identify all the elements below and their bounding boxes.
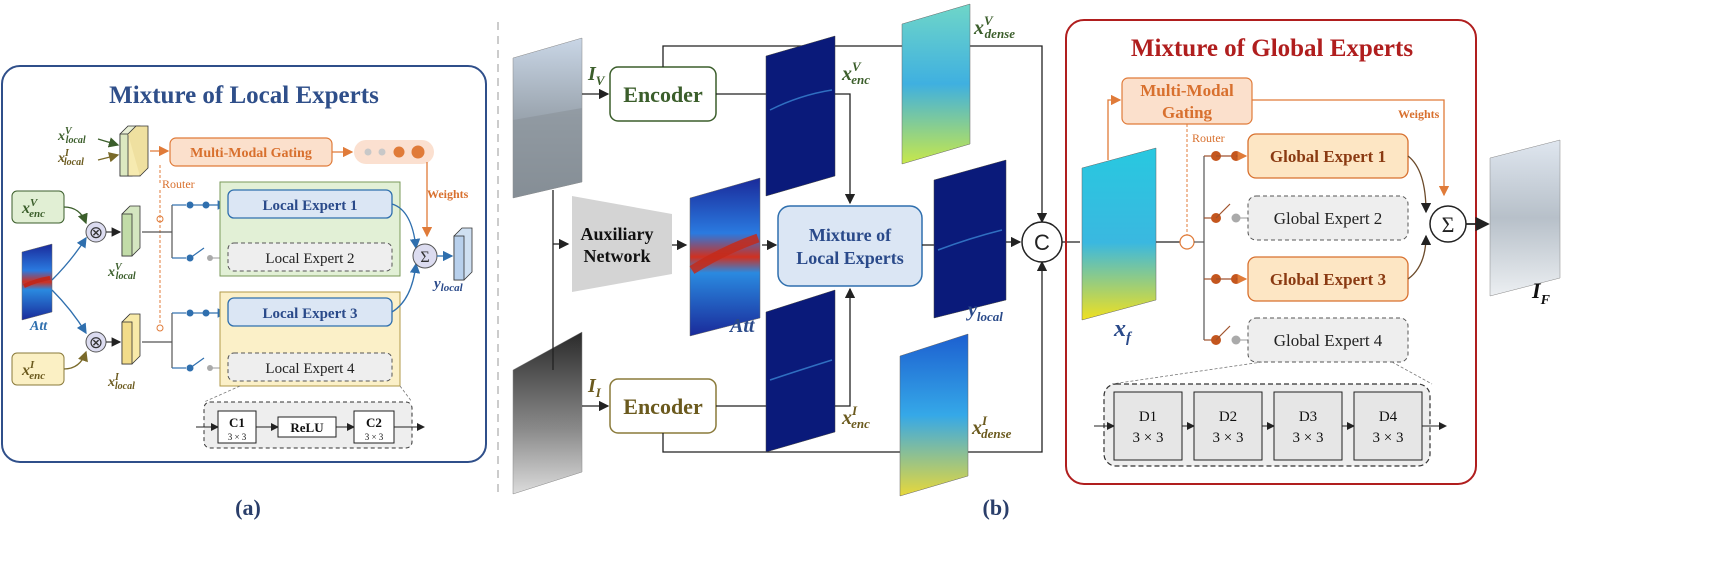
global-expert-4-label: Global Expert 4 <box>1274 331 1383 350</box>
concat-symbol: C <box>1034 230 1050 255</box>
mole-label-2: Local Experts <box>796 248 904 268</box>
local-gating-label: Multi-Modal Gating <box>190 146 312 161</box>
local-expert-1-label: Local Expert 1 <box>263 198 358 214</box>
i-v-label: IV <box>587 63 606 88</box>
y-local-label-a: ylocal <box>432 276 464 294</box>
layer-d2-name: D2 <box>1219 409 1237 425</box>
global-sum-symbol: Σ <box>1442 212 1455 237</box>
layer-d2 <box>1193 391 1263 461</box>
x-enc-i-map <box>765 289 836 453</box>
infrared-image <box>512 331 583 495</box>
mole-block <box>777 205 923 287</box>
panel-global-frame <box>1065 19 1477 485</box>
global-weights-label: Weights <box>1398 107 1440 121</box>
multiply-symbol-i: ⊗ <box>89 333 103 352</box>
panel-global-title: Mixture of Global Experts <box>1131 35 1413 62</box>
caption-b: (b) <box>983 495 1010 520</box>
local-expert-4 <box>227 352 393 382</box>
x-local-i-feature <box>121 313 141 365</box>
auxiliary-label-1: Auxiliary <box>580 224 653 244</box>
layer-d4 <box>1353 391 1423 461</box>
global-gating-label-2: Gating <box>1162 103 1213 122</box>
att-heatmap <box>21 243 53 321</box>
global-router-label: Router <box>1192 131 1225 145</box>
x-dense-v-map <box>901 3 971 165</box>
layer-d4-name: D4 <box>1379 409 1398 425</box>
layer-d3 <box>1273 391 1343 461</box>
encoder-infrared-label: Encoder <box>623 394 703 419</box>
att-label-a: Att <box>29 319 48 334</box>
local-weights-label: Weights <box>427 187 469 201</box>
layer-d4-size: 3 × 3 <box>1373 430 1404 446</box>
att-map-b <box>689 177 761 337</box>
layer-d1 <box>1113 391 1183 461</box>
layer-d1-name: D1 <box>1139 409 1157 425</box>
visible-image <box>512 37 583 199</box>
global-expert-2 <box>1247 195 1409 241</box>
auxiliary-label-2: Network <box>584 246 651 266</box>
local-router-label: Router <box>162 177 195 191</box>
i-i-label: II <box>587 375 602 400</box>
mole-label-1: Mixture of <box>809 225 892 245</box>
x-dense-i-map <box>899 333 969 497</box>
global-expert-3-label: Global Expert 3 <box>1270 270 1386 289</box>
x-f-map <box>1081 147 1157 321</box>
panel-a-title: Mixture of Local Experts <box>109 82 379 109</box>
local-expert-2-label: Local Expert 2 <box>265 251 354 267</box>
global-gating-label-1: Multi-Modal <box>1140 81 1234 100</box>
x-local-v-feature <box>121 205 141 257</box>
layer-d2-size: 3 × 3 <box>1213 430 1244 446</box>
layer-c1-name: C1 <box>229 415 245 430</box>
global-expert-2-label: Global Expert 2 <box>1274 209 1383 228</box>
y-local-map <box>933 159 1007 319</box>
layer-c2-size: 3 × 3 <box>365 432 384 442</box>
att-label-b: Att <box>728 315 756 337</box>
encoder-visible-label: Encoder <box>623 82 703 107</box>
layer-relu-name: ReLU <box>290 420 324 435</box>
panel-a-frame <box>1 65 487 463</box>
concat-feature-block <box>119 125 149 177</box>
layer-c1-size: 3 × 3 <box>228 432 247 442</box>
x-f-label: xf <box>1113 316 1133 346</box>
auxiliary-network <box>572 196 672 292</box>
layer-c2-name: C2 <box>366 415 382 430</box>
multiply-symbol-v: ⊗ <box>89 223 103 242</box>
x-enc-v-map <box>765 35 836 197</box>
layer-d3-size: 3 × 3 <box>1293 430 1324 446</box>
i-f-label: IF <box>1531 278 1551 308</box>
y-local-feature <box>453 227 473 281</box>
local-expert-4-label: Local Expert 4 <box>265 361 355 377</box>
local-sum-symbol: Σ <box>420 249 429 266</box>
global-expert-1-label: Global Expert 1 <box>1270 147 1386 166</box>
global-expert-4 <box>1247 317 1409 363</box>
caption-a: (a) <box>235 495 261 520</box>
local-expert-2 <box>227 242 393 272</box>
fused-image <box>1489 139 1561 297</box>
layer-d3-name: D3 <box>1299 409 1317 425</box>
local-expert-3-label: Local Expert 3 <box>263 306 358 322</box>
layer-d1-size: 3 × 3 <box>1133 430 1164 446</box>
layer-c2 <box>353 410 395 444</box>
y-local-label-b: ylocal <box>966 299 1003 324</box>
